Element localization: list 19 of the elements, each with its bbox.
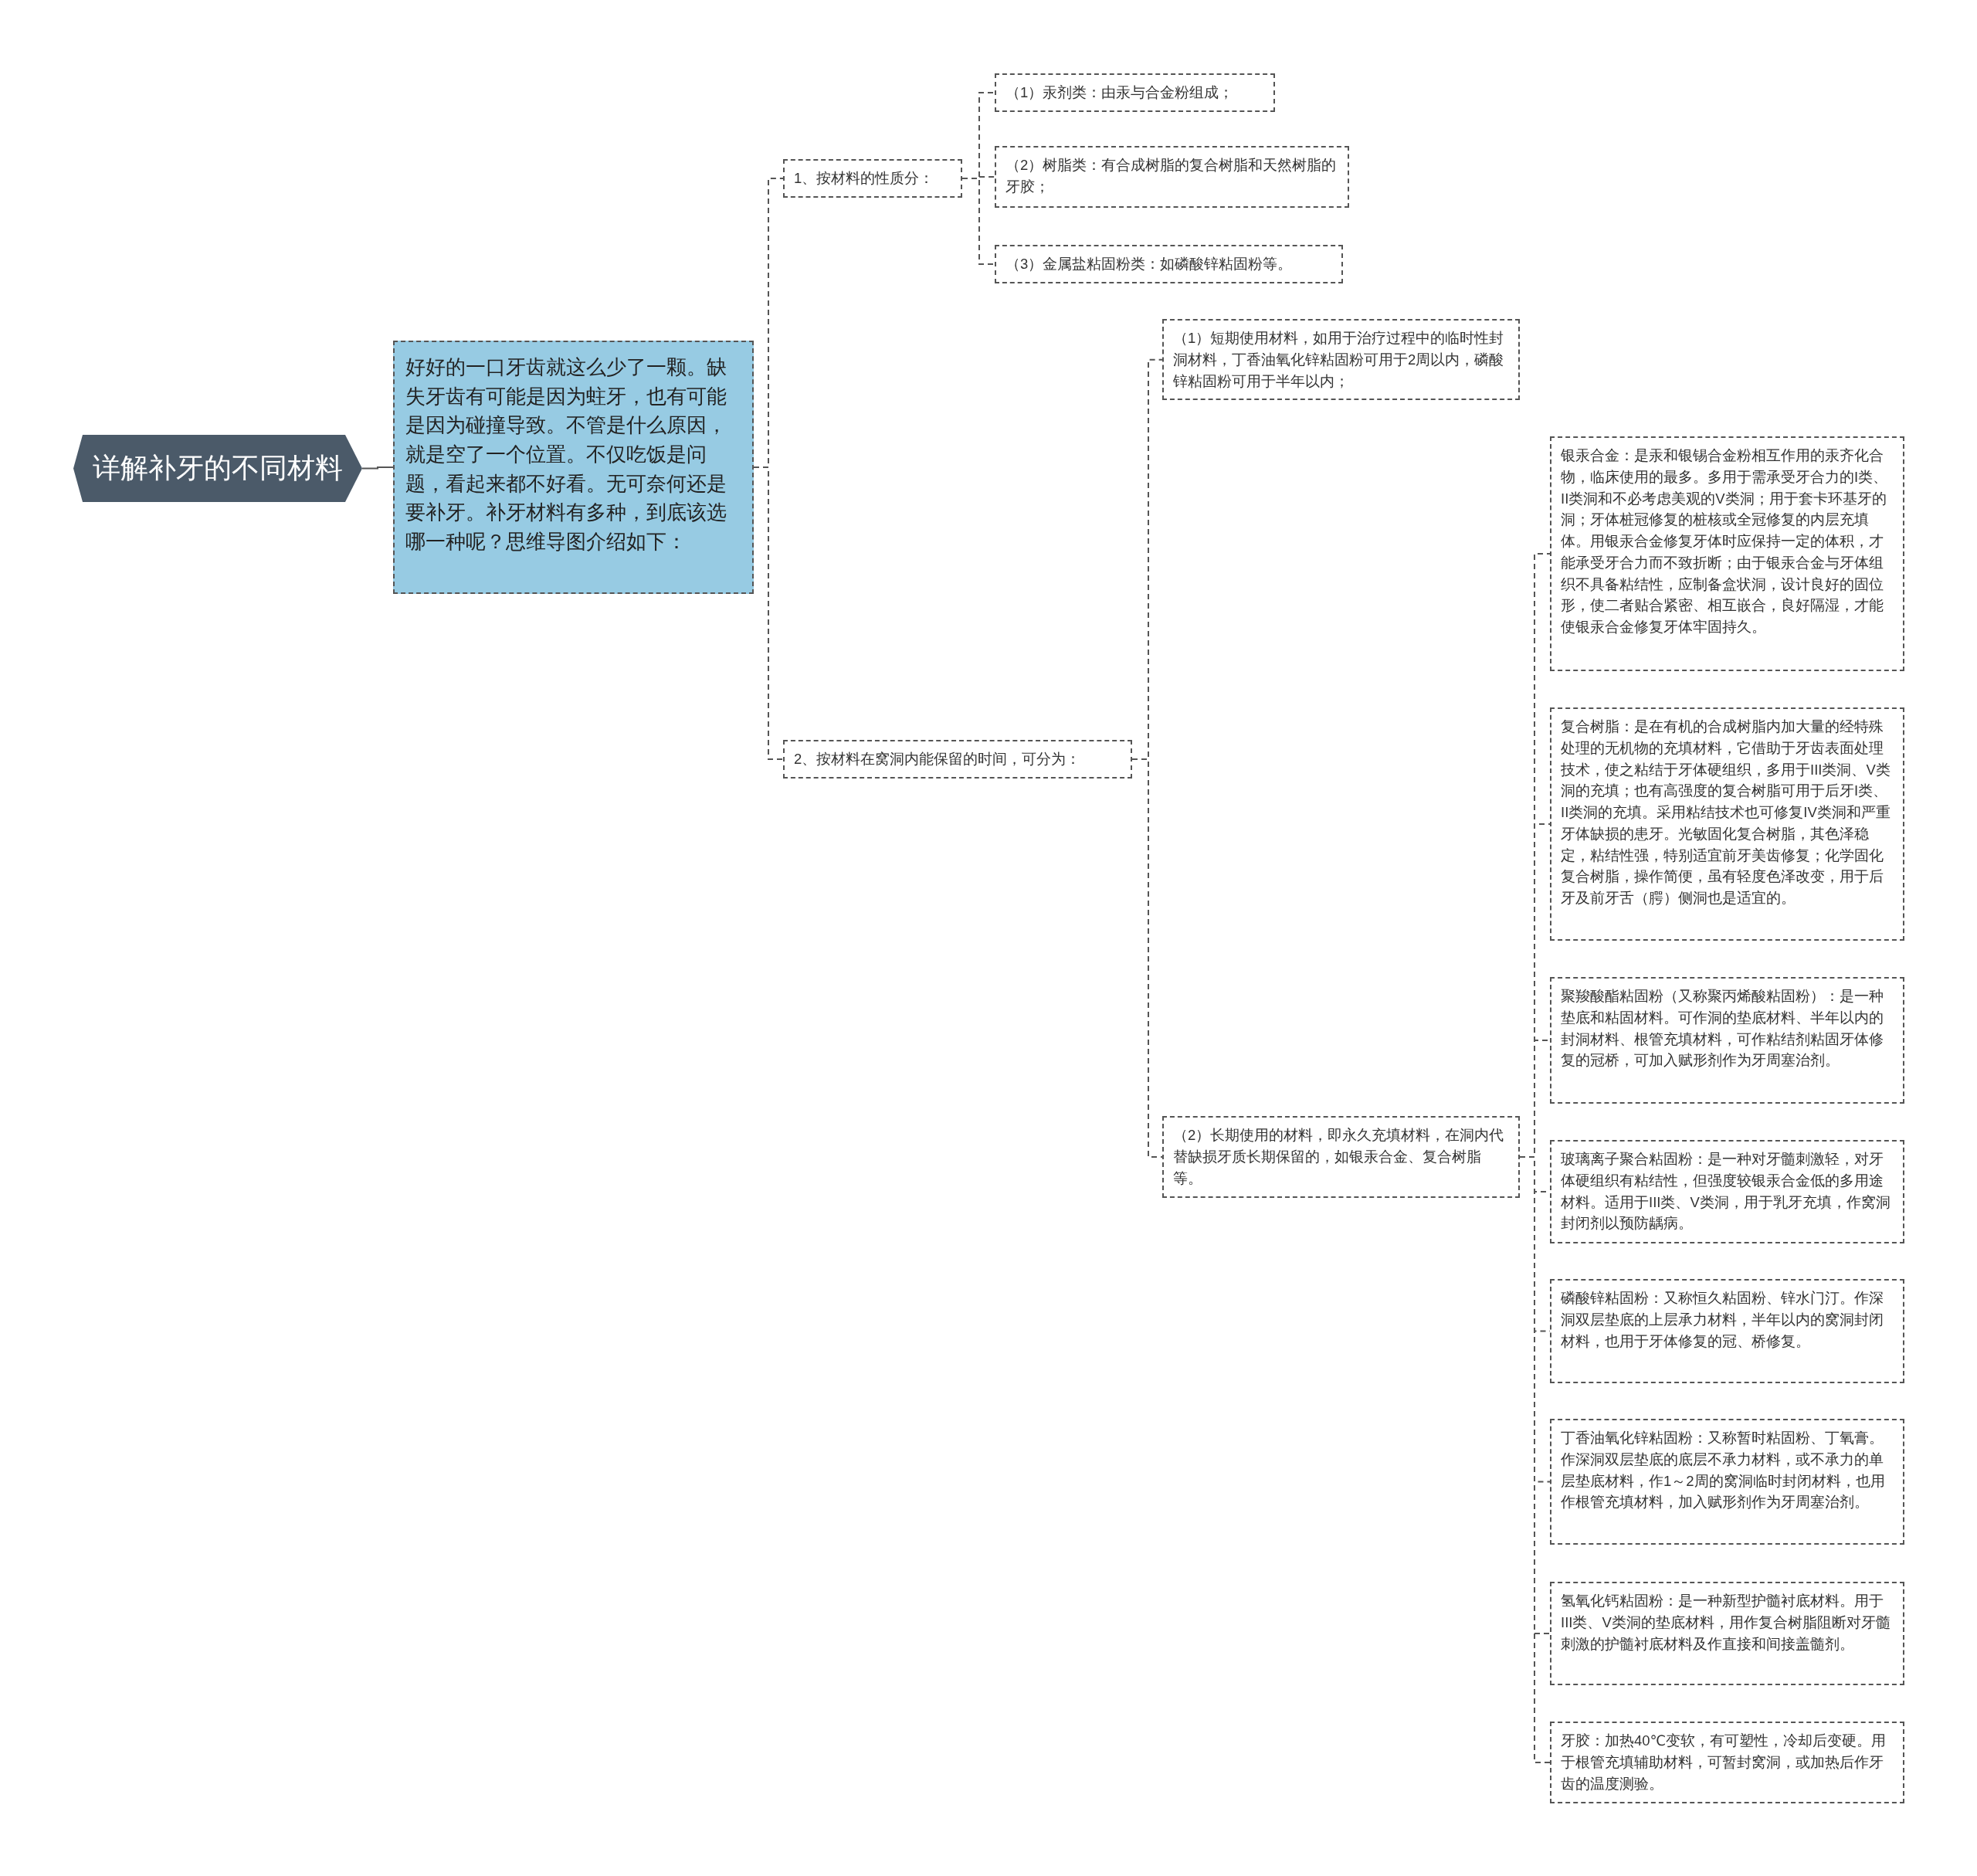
topic-card: 聚羧酸酯粘固粉（又称聚丙烯酸粘固粉）：是一种垫底和粘固材料。可作洞的垫底材料、半年以内的封洞材料、根管充填材料，可作粘结剂粘固牙体修复的冠桥，可加入赋形剂作为牙周塞治剂。	[1550, 977, 1904, 1104]
connector-line	[961, 177, 995, 265]
topic-card: 2、按材料在窝洞内能保留的时间，可分为：	[783, 740, 1132, 779]
topic-card: 牙胶：加热40℃变软，有可塑性，冷却后变硬。用于根管充填辅助材料，可暂封窝洞，或加热后作牙齿的温度测验。	[1550, 1722, 1904, 1803]
connector-line	[361, 466, 394, 470]
topic-card: （1）短期使用材料，如用于治疗过程中的临时性封洞材料，丁香油氧化锌粘固粉可用于2周以内，磷酸锌粘固粉可用于半年以内；	[1162, 319, 1520, 401]
topic-card: 复合树脂：是在有机的合成树脂内加大量的经特殊处理的无机物的充填材料，它借助于牙齿表面处理技术，使之粘结于牙体硬组织，多用于III类洞、V类洞的充填；也有高强度的复合树脂可用于后牙I类、II类洞的充填。采用粘结技术也可修复IV类洞和严重牙体缺损的患牙。光敏固化复合树脂，其色泽稳定，粘结性强，特别适宜前牙美齿修复；化学固化复合树脂，操作简便，虽有轻度色泽改变，用于后牙及前牙舌（腭）侧洞也是适宜的。	[1550, 707, 1904, 941]
topic-card: （2）树脂类：有合成树脂的复合树脂和天然树脂的牙胶；	[995, 146, 1349, 208]
topic-card: 银汞合金：是汞和银锡合金粉相互作用的汞齐化合物，临床使用的最多。多用于需承受牙合力的I类、II类洞和不必考虑美观的V类洞；用于套卡环基牙的洞；牙体桩冠修复的桩核或全冠修复的内层充填体。用银汞合金修复牙体时应保持一定的体积，才能承受牙合力而不致折断；由于银汞合金与牙体组织不具备粘结性，应制备盒状洞，设计良好的固位形，使二者贴合紧密、相互嵌合，良好隔湿，才能使银汞合金修复牙体牢固持久。	[1550, 436, 1904, 671]
topic-card: 丁香油氧化锌粘固粉：又称暂时粘固粉、丁氧膏。作深洞双层垫底的底层不承力材料，或不承力的单层垫底材料，作1～2周的窝洞临时封闭材料，也用作根管充填材料，加入赋形剂作为牙周塞治剂。	[1550, 1419, 1904, 1545]
topic-title: 详解补牙的不同材料	[93, 451, 343, 485]
topic-card: 氢氧化钙粘固粉：是一种新型护髓衬底材料。用于III类、V类洞的垫底材料，用作复合树脂阻断对牙髓刺激的护髓衬底材料及作直接和间接盖髓剂。	[1550, 1582, 1904, 1685]
topic-card: 玻璃离子聚合粘固粉：是一种对牙髓刺激轻，对牙体硬组织有粘结性，但强度较银汞合金低的多用途材料。适用于III类、V类洞，用于乳牙充填，作窝洞封闭剂以预防龋病。	[1550, 1140, 1904, 1243]
topic-card: （2）长期使用的材料，即永久充填材料，在洞内代替缺损牙质长期保留的，如银汞合金、复合树脂等。	[1162, 1116, 1520, 1198]
topic-card: 1、按材料的性质分：	[783, 159, 962, 198]
topic-card: （1）汞剂类：由汞与合金粉组成；	[995, 73, 1275, 112]
intro-card: 好好的一口牙齿就这么少了一颗。缺失牙齿有可能是因为蛀牙，也有可能是因为碰撞导致。不管是什么原因，就是空了一个位置。不仅吃饭是问题，看起来都不好看。无可奈何还是要补牙。补牙材料有多种，到底该选哪一种呢？思维导图介绍如下：	[393, 341, 754, 594]
topic-card: 磷酸锌粘固粉：又称恒久粘固粉、锌水门汀。作深洞双层垫底的上层承力材料，半年以内的窝洞封闭材料，也用于牙体修复的冠、桥修复。	[1550, 1279, 1904, 1383]
topic-card: （3）金属盐粘固粉类：如磷酸锌粘固粉等。	[995, 245, 1343, 283]
